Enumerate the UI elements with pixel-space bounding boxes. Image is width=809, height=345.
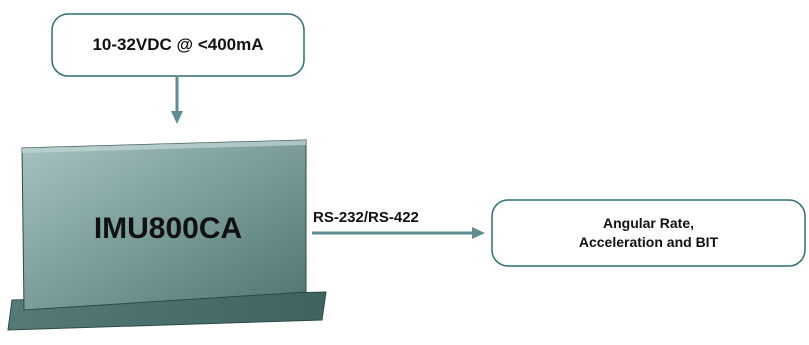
device-top-rim	[22, 140, 306, 153]
output-label-line-1: Angular Rate,	[602, 215, 694, 231]
output-label-line-2: Acceleration and BIT	[578, 234, 719, 250]
device-name: IMU800CA	[94, 212, 242, 245]
output-box	[491, 199, 806, 267]
interface-label: RS-232/RS-422	[313, 209, 419, 226]
power-label: 10-32VDC @ <400mA	[92, 35, 264, 54]
imu-device: IMU800CA	[7, 139, 327, 331]
power-box	[51, 13, 305, 77]
power-arrow-head	[171, 111, 183, 124]
interface-arrow-head	[472, 227, 485, 239]
output-label: Angular Rate, Acceleration and BIT	[492, 200, 805, 266]
